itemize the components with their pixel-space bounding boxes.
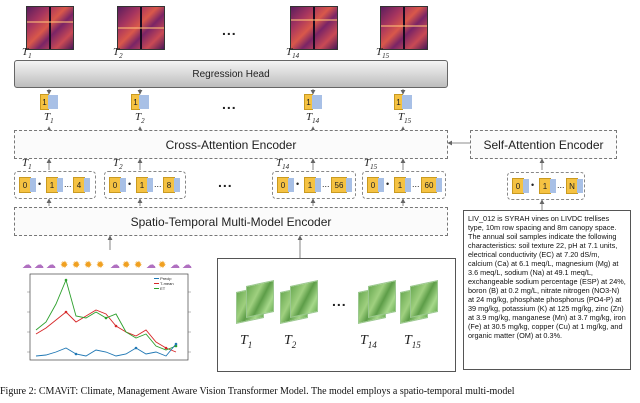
output-label-t2: T2 — [135, 111, 145, 126]
frame-t1 — [26, 6, 74, 50]
frame-label-t15: T15 — [376, 46, 390, 61]
sat-label-t15: T15 — [404, 333, 421, 350]
frame-t2 — [117, 6, 165, 50]
frame-label-t1: T1 — [22, 46, 32, 61]
seq-cell: 0 — [367, 177, 379, 193]
sun-icon: ✹ — [84, 260, 93, 271]
frame-t15 — [380, 6, 428, 50]
sun-icon: ✹ — [134, 260, 143, 271]
output-token-t15: 1 — [394, 94, 412, 110]
seq-label-t2: T2 — [113, 157, 123, 172]
sat-ellipsis: ... — [332, 293, 347, 309]
figure-caption: Figure 2: CMAViT: Climate, Management Aw… — [0, 386, 515, 397]
legend-precip: Precip — [154, 276, 174, 281]
spatio-temporal-encoder: Spatio-Temporal Multi-Model Encoder — [14, 207, 448, 236]
sat-image — [290, 280, 318, 318]
output-ellipsis: ... — [222, 96, 237, 112]
sat-image — [368, 280, 396, 318]
sat-label-t1: T1 — [240, 333, 253, 350]
weather-plot — [27, 273, 191, 361]
sun-icon: ✹ — [60, 260, 69, 271]
output-token-t2: 1 — [131, 94, 149, 110]
sat-image — [246, 280, 274, 318]
frame-label-t2: T2 — [113, 46, 123, 61]
sun-icon: ✹ — [122, 260, 131, 271]
rain-cloud-icon: ☁ — [110, 260, 120, 271]
output-label-t15: T15 — [398, 111, 412, 126]
satellite-panel: ... T1 T2 T14 T15 — [217, 258, 456, 372]
output-token-t14: 1 — [304, 94, 322, 110]
sequence-t1: 0 • 1 ... 4 — [14, 171, 96, 199]
seq-label-t14: T14 — [276, 157, 290, 172]
self-attention-encoder: Self-Attention Encoder — [470, 130, 617, 159]
rain-cloud-icon: ☁ — [34, 260, 44, 271]
rain-cloud-icon: ☁ — [22, 260, 32, 271]
rain-cloud-icon: ☁ — [46, 260, 56, 271]
vineyard-description: LIV_012 is SYRAH vines on LIVDC trellise… — [463, 210, 631, 370]
sat-label-t14: T14 — [360, 333, 377, 350]
output-label-t1: T1 — [44, 111, 54, 126]
weather-chart: ☁ ☁ ☁ ✹ ✹ ✹ ✹ ☁ ✹ ✹ ☁ ✹ ☁ ☁ Precip T-mea… — [14, 256, 204, 376]
sun-icon: ✹ — [72, 260, 81, 271]
top-ellipsis: ... — [222, 22, 237, 38]
cross-attention-encoder: Cross-Attention Encoder — [14, 130, 448, 159]
legend-tmean: T-mean — [154, 281, 174, 286]
chart-legend: Precip T-mean ET — [154, 276, 174, 291]
sequence-t15: 0 • 1 ... 60 — [362, 171, 446, 199]
sun-icon: ✹ — [96, 260, 105, 271]
series-precip — [35, 343, 177, 357]
regression-head: Regression Head — [14, 60, 448, 88]
legend-et: ET — [154, 286, 174, 291]
sun-icon: ✹ — [158, 260, 167, 271]
sequence-self: 0 • 1 ... N — [507, 172, 585, 200]
seq-cell: 60 — [421, 177, 437, 193]
frame-t14 — [290, 6, 338, 50]
sat-image — [410, 280, 438, 318]
sequence-t2: 0 • 1 ... 8 — [104, 171, 186, 199]
output-token-t1: 1 — [40, 94, 58, 110]
weather-icon-row: ☁ ☁ ☁ ✹ ✹ ✹ ✹ ☁ ✹ ✹ ☁ ✹ ☁ ☁ — [22, 260, 197, 274]
frame-label-t14: T14 — [286, 46, 300, 61]
rain-cloud-icon: ☁ — [146, 260, 156, 271]
seq-label-t15: T15 — [364, 157, 378, 172]
output-label-t14: T14 — [306, 111, 320, 126]
rain-cloud-icon: ☁ — [170, 260, 180, 271]
sequence-ellipsis: ... — [218, 174, 233, 190]
sequence-t14: 0 • 1 ... 56 — [272, 171, 356, 199]
seq-label-t1: T1 — [22, 157, 32, 172]
sat-label-t2: T2 — [284, 333, 297, 350]
rain-cloud-icon: ☁ — [182, 260, 192, 271]
seq-cell: 56 — [331, 177, 347, 193]
series-tmean — [35, 309, 177, 353]
